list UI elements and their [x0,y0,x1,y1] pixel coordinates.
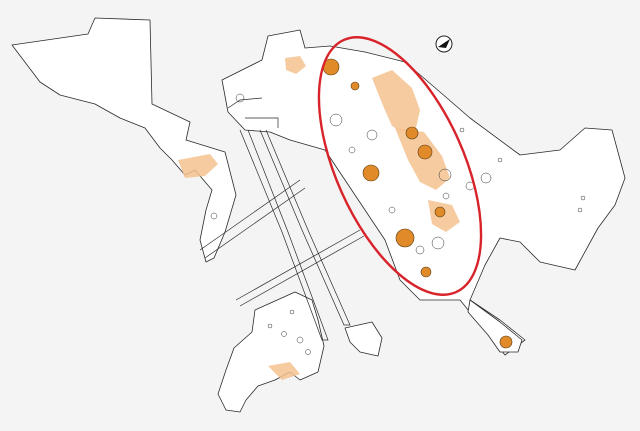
site-outline-southwest [217,291,325,413]
road-network [199,97,365,341]
pit-features [210,93,586,355]
feature-dark-group [322,58,513,349]
highlight-ellipse [317,36,483,296]
feature-light-group [178,56,460,380]
north-arrow-icon [435,35,453,53]
site-outline-central [221,29,626,356]
site-outline-small-east [344,321,383,357]
site-outline-west [11,17,237,263]
